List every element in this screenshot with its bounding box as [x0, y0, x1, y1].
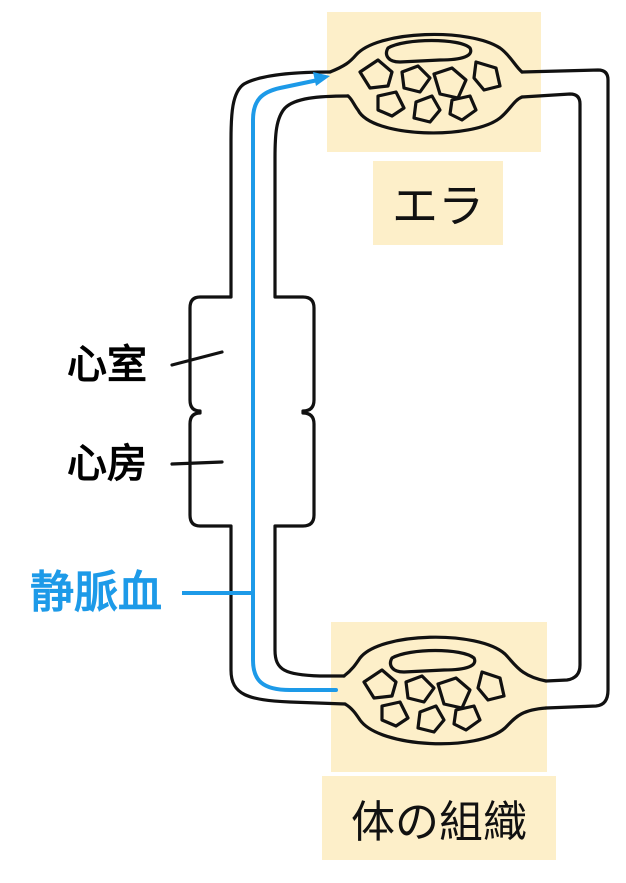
- venous-blood-flow: [251, 78, 338, 692]
- body-tissue-label-box: 体の組織: [322, 776, 556, 860]
- ventricle-leader: [170, 350, 224, 367]
- atrium-label: 心房: [67, 441, 147, 487]
- venous-arrowhead: [313, 72, 330, 86]
- atrium-leader: [170, 460, 224, 466]
- tissue-capillary-bed: [342, 635, 548, 746]
- gill-label: エラ: [392, 179, 484, 233]
- right-vessel-inner: [520, 92, 582, 683]
- ventricle-label: 心室: [67, 342, 147, 388]
- body-tissue-label: 体の組織: [351, 797, 527, 848]
- inner-vessel: [273, 94, 350, 678]
- gill-capillary-bed: [328, 32, 524, 135]
- gill-label-box: エラ: [373, 161, 503, 245]
- venous-blood-label: 静脈血: [30, 567, 162, 618]
- right-vessel-outer: [520, 68, 610, 710]
- outer-vessel: [188, 70, 347, 706]
- tissue-organ-bg: [331, 622, 547, 772]
